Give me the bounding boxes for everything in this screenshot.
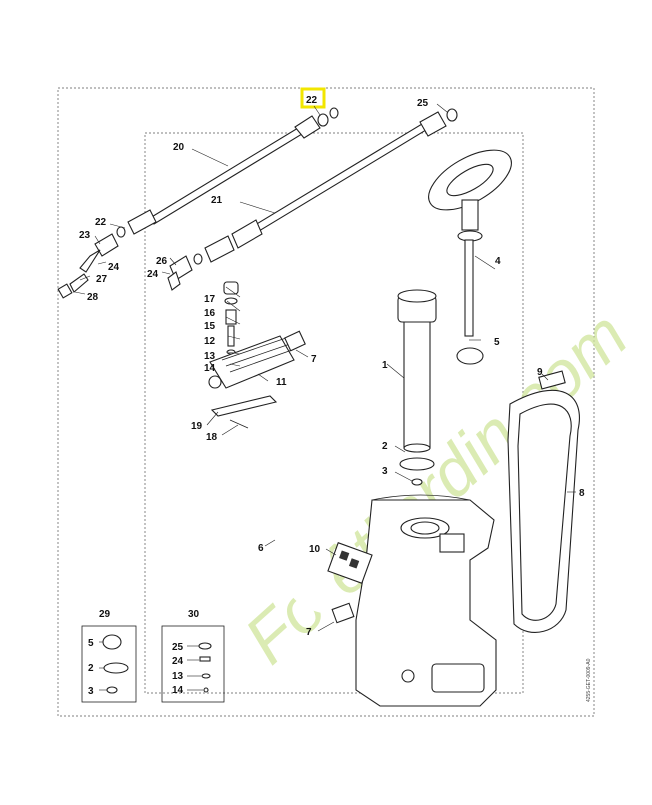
callout-9: 9 xyxy=(537,367,543,378)
kit30-item-3: 13 xyxy=(172,671,184,682)
callout-3: 3 xyxy=(382,466,388,477)
callout-26: 26 xyxy=(156,256,168,267)
callout-20: 20 xyxy=(173,142,185,153)
callout-24: 24 xyxy=(108,262,120,273)
kit30-item-1: 25 xyxy=(172,642,184,653)
kit29-title: 29 xyxy=(99,609,111,620)
callout-28: 28 xyxy=(87,292,99,303)
callout-4: 4 xyxy=(495,256,501,267)
callout-21: 21 xyxy=(211,195,223,206)
callout-5: 5 xyxy=(494,337,500,348)
callout-23: 23 xyxy=(79,230,91,241)
callout-24b: 24 xyxy=(147,269,159,280)
leader-lines xyxy=(74,103,576,632)
kit29-item-3: 3 xyxy=(88,686,94,697)
callout-25: 25 xyxy=(417,98,429,109)
callout-16: 16 xyxy=(204,308,216,319)
kit29-item-1: 5 xyxy=(88,638,94,649)
callout-10: 10 xyxy=(309,544,321,555)
kit30-title: 30 xyxy=(188,609,200,620)
lance-20 xyxy=(116,107,339,238)
callout-12: 12 xyxy=(204,336,216,347)
kit30-item-2: 24 xyxy=(172,656,184,667)
strap-8 xyxy=(507,370,580,633)
pump-handle-4 xyxy=(428,149,512,365)
callout-7b: 7 xyxy=(306,627,312,638)
callout-19: 19 xyxy=(191,421,203,432)
callout-7: 7 xyxy=(311,354,317,365)
callout-22-highlighted: 22 xyxy=(306,95,318,106)
callout-6: 6 xyxy=(258,543,264,554)
doc-code: 4255-GET-0009-A0 xyxy=(586,658,592,702)
warning-label-10 xyxy=(327,542,373,584)
tank xyxy=(355,494,497,707)
callout-27: 27 xyxy=(96,274,108,285)
callout-22: 22 xyxy=(95,217,107,228)
callout-18: 18 xyxy=(206,432,218,443)
outer-frame xyxy=(57,87,595,717)
callout-2: 2 xyxy=(382,441,388,452)
kit29-box xyxy=(81,625,137,703)
callout-17: 17 xyxy=(204,294,216,305)
kit29-item-2: 2 xyxy=(88,663,94,674)
callout-11: 11 xyxy=(276,377,287,388)
kit30-item-4: 14 xyxy=(172,685,184,696)
highlight-box xyxy=(300,87,326,109)
callout-8: 8 xyxy=(579,488,585,499)
callouts: 22 25 20 21 22 23 24 27 28 26 24 17 16 1… xyxy=(79,95,585,638)
callout-1: 1 xyxy=(382,360,388,371)
callout-13: 13 xyxy=(204,351,216,362)
pump-cylinder-1 xyxy=(397,289,437,486)
kit30-box xyxy=(161,625,225,703)
lance-21 xyxy=(193,108,458,265)
callout-15: 15 xyxy=(204,321,216,332)
nozzle-assemblies xyxy=(57,233,193,299)
callout-14: 14 xyxy=(204,363,216,374)
